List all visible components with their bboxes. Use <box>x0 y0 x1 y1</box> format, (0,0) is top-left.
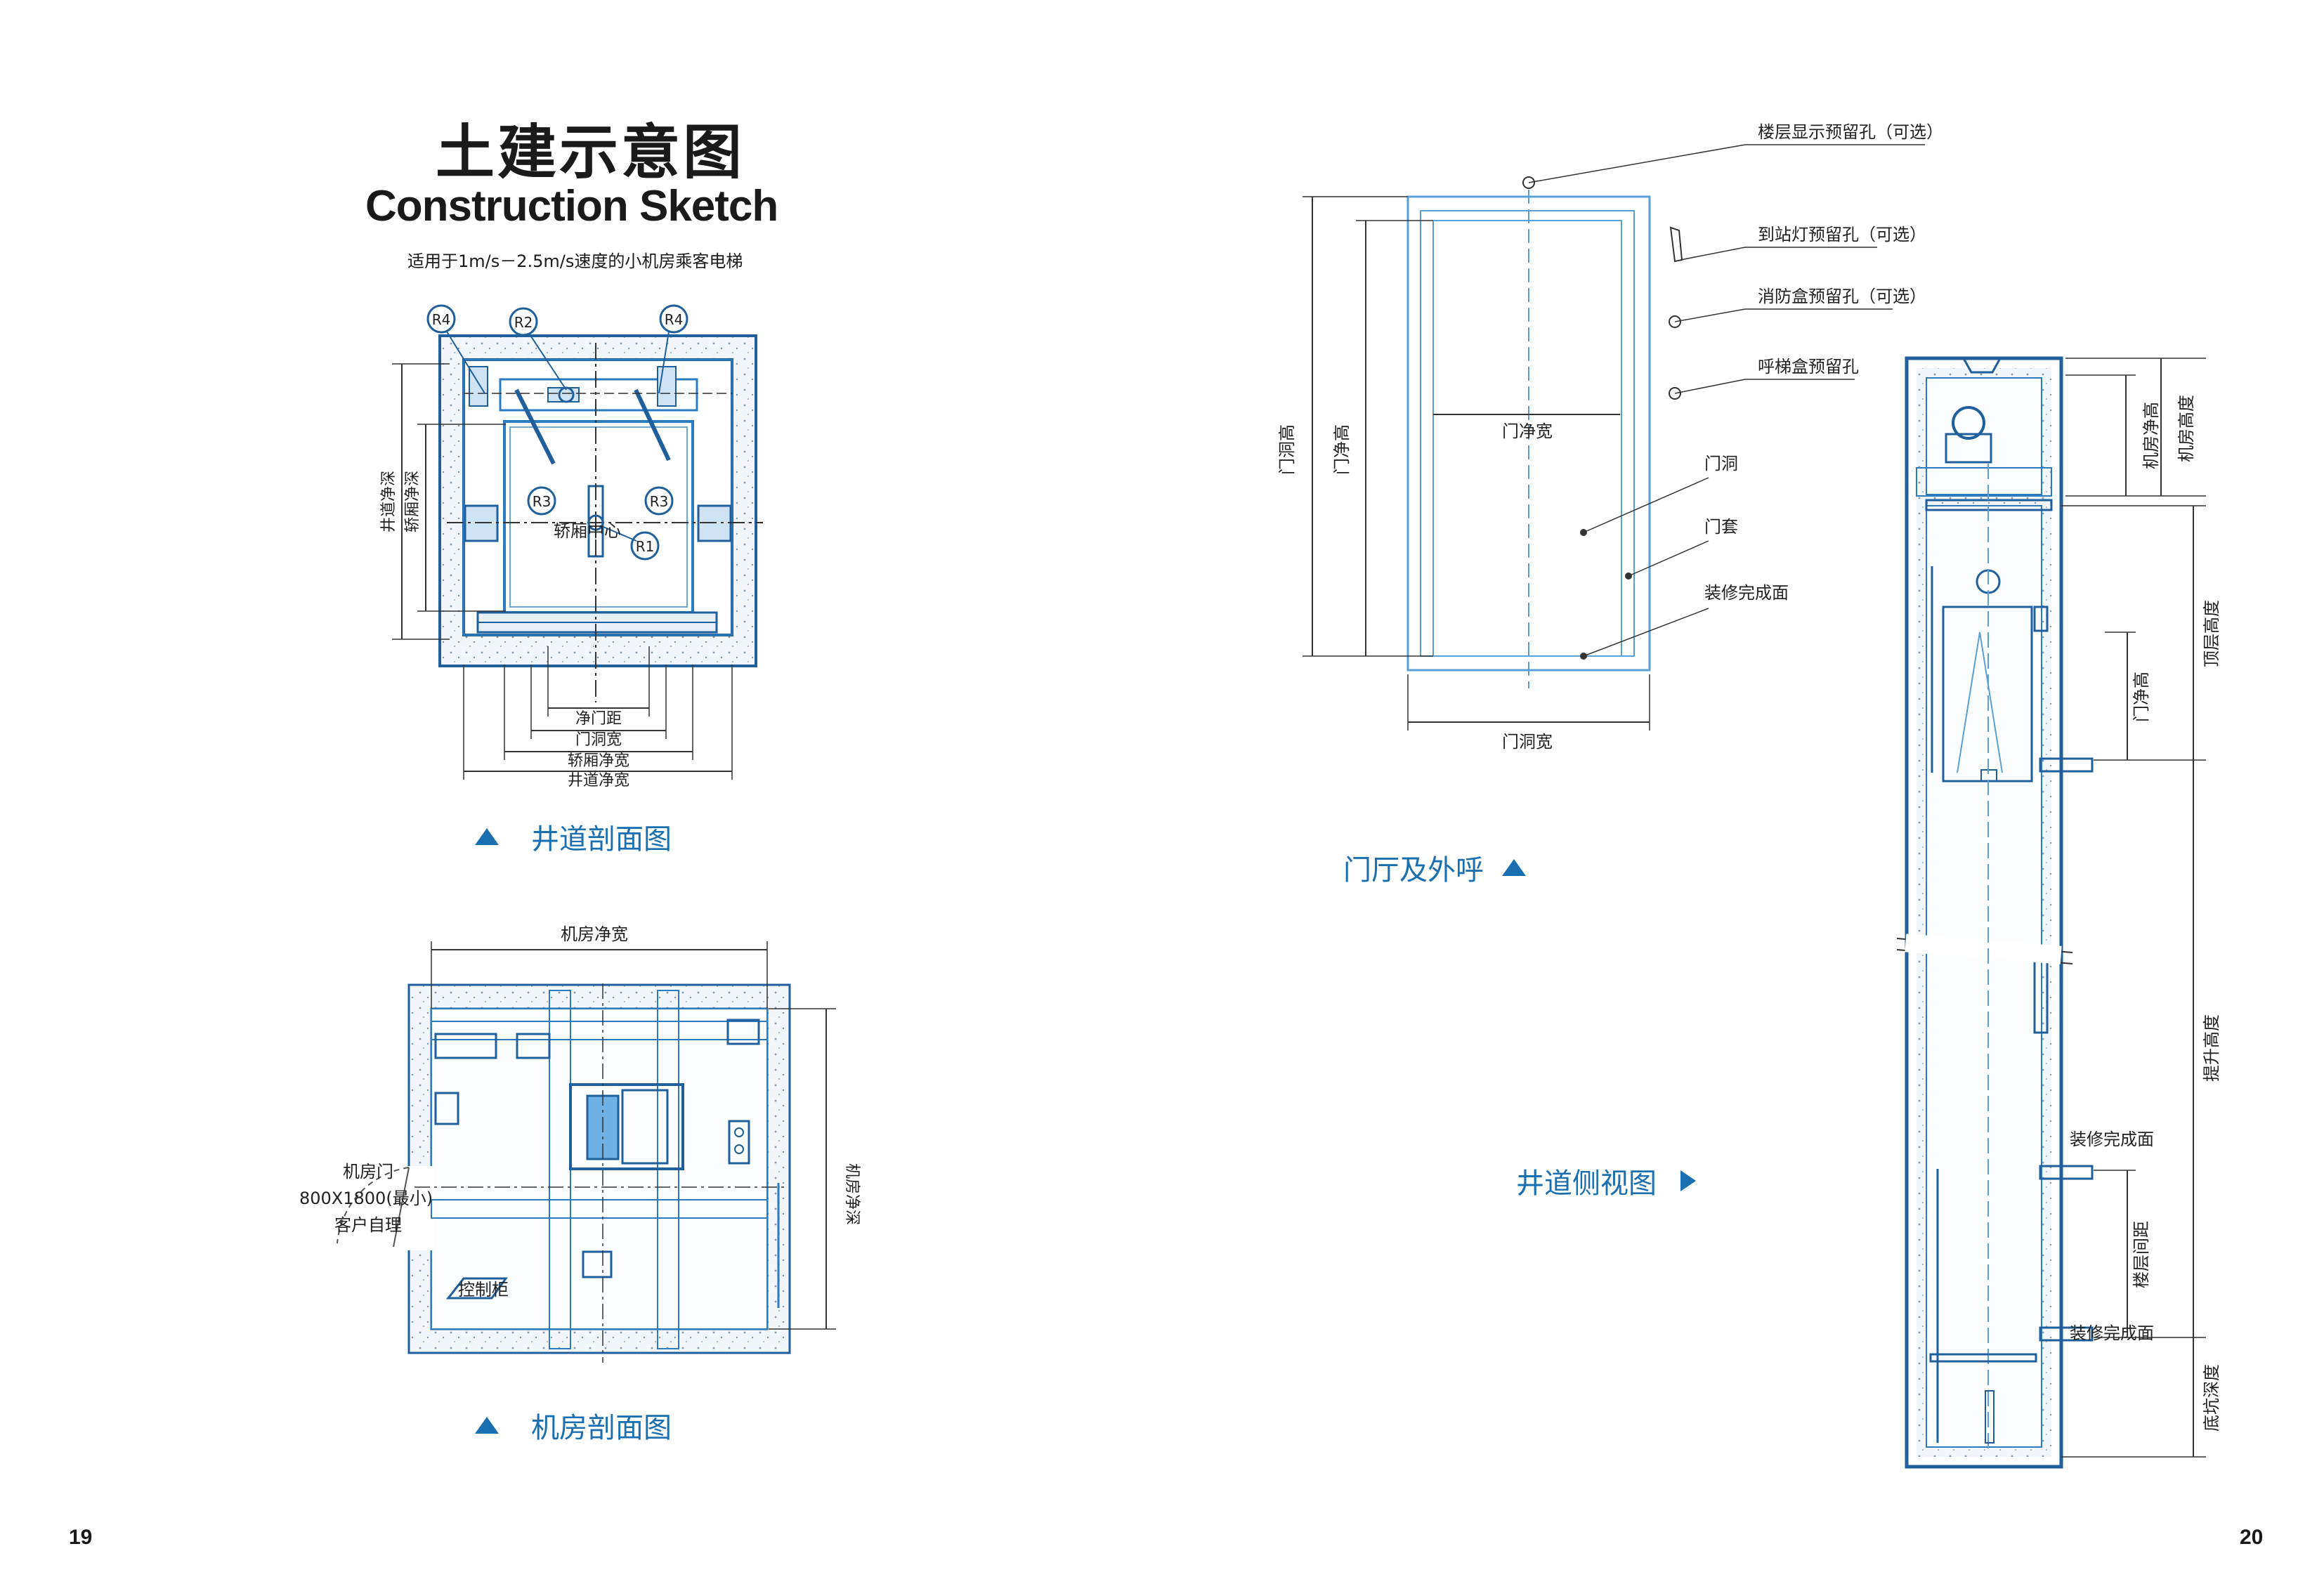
traction-sheave-icon <box>1952 406 1985 440</box>
dim-machine-room-height: 机房高度 <box>2176 395 2196 462</box>
dim-clear-door: 净门距 <box>575 710 622 728</box>
page-number-left: 19 <box>69 1526 93 1549</box>
dim-shaft-depth: 井道净深 <box>380 471 398 532</box>
shaft-side-drawing: 机房净高 机房高度 顶层高度 提升高度 底坑深度 门净高 楼层间距 装修完成面 … <box>1896 356 2221 1469</box>
dim-door-opening: 门洞宽 <box>575 731 622 749</box>
page-title-en: Construction Sketch <box>365 182 778 230</box>
traction-machine <box>569 1083 684 1170</box>
hall-clear-width: 门净宽 <box>1502 421 1553 441</box>
shaft-plan-caption: 井道剖面图 <box>475 816 672 857</box>
fire-box-hole-icon <box>1669 315 1681 328</box>
machine-room-depth-label: 机房净深 <box>843 1163 861 1225</box>
shaft-plan-drawing: R4 R2 R4 R3 R3 R1 轿厢中心 井道净深 轿厢净深 净门距 门洞宽 <box>380 304 763 790</box>
tag-r1: R1 <box>636 538 655 555</box>
shaft-side-caption: 井道侧视图 <box>1516 1160 1696 1201</box>
callout-fire-box: 消防盒预留孔（可选） <box>1758 287 1926 306</box>
page-title-cn: 土建示意图 <box>436 118 745 187</box>
callout-call-box: 呼梯盒预留孔 <box>1758 357 1859 377</box>
dim-door-clear-height: 门净高 <box>2132 672 2151 722</box>
tag-circle <box>659 304 688 334</box>
tag-circle <box>644 486 674 516</box>
machine-room-width-label: 机房净宽 <box>561 924 628 944</box>
dim-floor-spacing: 楼层间距 <box>2132 1221 2151 1288</box>
floor-display-hole-icon <box>1522 176 1535 189</box>
callout-floor-display: 楼层显示预留孔（可选） <box>1758 122 1943 142</box>
tag-circle <box>630 531 660 561</box>
shaft-side-caption-text: 井道侧视图 <box>1516 1167 1657 1200</box>
triangle-up-icon <box>475 1417 499 1434</box>
callout-arrival-lamp: 到站灯预留孔（可选） <box>1758 225 1926 244</box>
label-finish-surface-lower: 装修完成面 <box>2070 1323 2154 1343</box>
machine-room-drawing: 机房净宽 机房净深 机房门 800X1800(最小) 客户自理 控制柜 <box>299 924 861 1363</box>
door-opening <box>1432 220 1622 657</box>
tag-r3-left: R3 <box>533 493 551 510</box>
dim-machine-room-clear-height: 机房净高 <box>2141 402 2161 469</box>
triangle-up-icon <box>1502 859 1526 876</box>
hall-opening-height: 门洞高 <box>1277 424 1297 475</box>
machine-room-caption: 机房剖面图 <box>475 1405 672 1446</box>
label-door-opening: 门洞 <box>1704 454 1738 473</box>
page-subtitle: 适用于1m/s－2.5m/s速度的小机房乘客电梯 <box>407 251 743 271</box>
control-cabinet-label: 控制柜 <box>458 1280 509 1300</box>
hall-caption-text: 门厅及外呼 <box>1343 854 1484 886</box>
page-number-right: 20 <box>2240 1526 2264 1549</box>
label-finish-surface: 装修完成面 <box>1704 583 1789 603</box>
dim-overhead-height: 顶层高度 <box>2202 600 2221 667</box>
dim-car-width: 轿厢净宽 <box>568 752 629 770</box>
shaft-plan-caption-text: 井道剖面图 <box>531 823 672 856</box>
machine-room-door-owner: 客户自理 <box>334 1215 402 1235</box>
triangle-up-icon <box>475 828 499 845</box>
tag-circle <box>509 307 538 336</box>
dim-car-depth: 轿厢净深 <box>404 471 422 532</box>
tag-r4-right: R4 <box>665 311 684 328</box>
shaft-inner <box>463 359 733 636</box>
label-finish-surface-upper: 装修完成面 <box>2070 1130 2154 1149</box>
machine-room-caption-text: 机房剖面图 <box>531 1412 672 1444</box>
tag-r2: R2 <box>514 314 533 331</box>
tag-r3-right: R3 <box>650 493 669 510</box>
machine-room-door-size: 800X1800(最小) <box>299 1189 433 1208</box>
tag-circle <box>527 486 556 516</box>
dim-shaft-width: 井道净宽 <box>568 772 629 790</box>
shaft-side-walls <box>1905 356 2063 1469</box>
call-box-hole-icon <box>1669 387 1681 400</box>
hall-clear-height: 门净高 <box>1332 424 1352 475</box>
machine-room-door-label: 机房门 <box>343 1162 393 1182</box>
control-cabinet <box>445 1277 508 1300</box>
hall-caption: 门厅及外呼 <box>1343 847 1526 888</box>
dim-travel-height: 提升高度 <box>2202 1014 2221 1082</box>
label-door-casing: 门套 <box>1704 517 1738 537</box>
arrival-lamp-icon <box>1669 226 1683 263</box>
hall-opening-width: 门洞宽 <box>1502 732 1553 752</box>
dim-pit-depth: 底坑深度 <box>2202 1364 2221 1432</box>
tag-r4-left: R4 <box>432 311 451 328</box>
car-center-label: 轿厢中心 <box>554 521 621 541</box>
hall-drawing: 门净宽 门洞宽 门洞高 门净高 楼层显示预留孔（可选） 到站灯预留孔（可选） 消… <box>1277 122 1943 752</box>
triangle-right-icon <box>1680 1170 1696 1191</box>
tag-circle <box>426 304 456 334</box>
